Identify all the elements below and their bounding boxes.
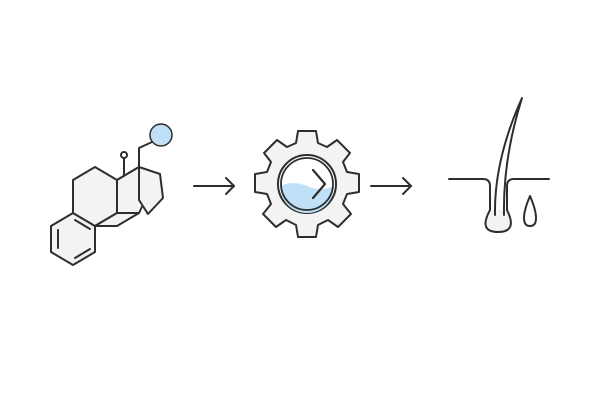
arrow-right-icon bbox=[193, 177, 235, 195]
hair-follicle-icon bbox=[448, 97, 550, 233]
arrow-right-icon bbox=[370, 177, 412, 195]
gear-icon bbox=[254, 130, 360, 238]
molecule-icon bbox=[50, 123, 173, 266]
